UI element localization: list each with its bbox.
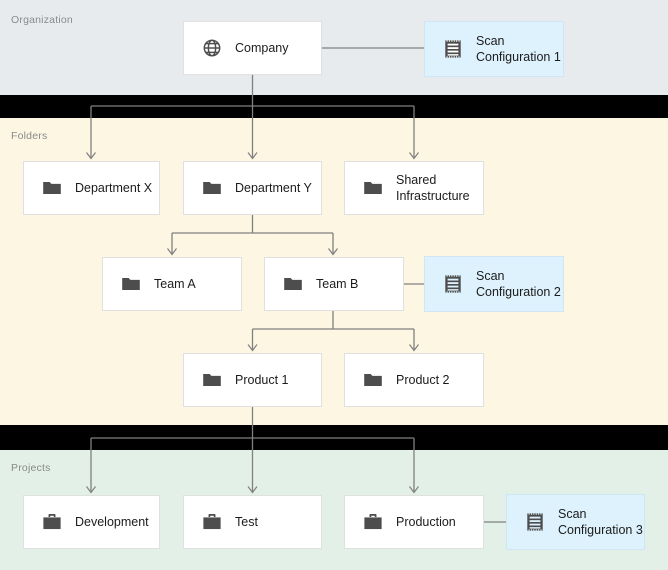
receipt-icon bbox=[445, 40, 461, 58]
node-label: Test bbox=[235, 515, 258, 529]
band-label-projects: Projects bbox=[11, 462, 51, 474]
node-label: Department X bbox=[75, 181, 153, 195]
node-team-a[interactable]: Team A bbox=[102, 257, 242, 311]
node-label: Team B bbox=[316, 277, 359, 291]
node-label: Product 1 bbox=[235, 373, 289, 387]
node-label: Shared Infrastructure bbox=[396, 173, 470, 203]
band-organization bbox=[0, 0, 668, 95]
node-development[interactable]: Development bbox=[23, 495, 160, 549]
node-test[interactable]: Test bbox=[183, 495, 322, 549]
node-label: Scan Configuration 3 bbox=[558, 507, 643, 537]
folder-icon bbox=[203, 181, 221, 195]
node-label: Scan Configuration 1 bbox=[476, 34, 561, 64]
briefcase-icon bbox=[43, 514, 61, 530]
node-company[interactable]: Company bbox=[183, 21, 322, 75]
node-team-b[interactable]: Team B bbox=[264, 257, 404, 311]
node-department-x[interactable]: Department X bbox=[23, 161, 160, 215]
node-scan-config-3[interactable]: Scan Configuration 3 bbox=[506, 494, 645, 550]
node-label: Scan Configuration 2 bbox=[476, 269, 561, 299]
receipt-icon bbox=[445, 275, 461, 293]
briefcase-icon bbox=[203, 514, 221, 530]
node-scan-config-2[interactable]: Scan Configuration 2 bbox=[424, 256, 564, 312]
node-department-y[interactable]: Department Y bbox=[183, 161, 322, 215]
briefcase-icon bbox=[364, 514, 382, 530]
node-product-1[interactable]: Product 1 bbox=[183, 353, 322, 407]
node-label: Team A bbox=[154, 277, 196, 291]
node-production[interactable]: Production bbox=[344, 495, 484, 549]
node-label: Development bbox=[75, 515, 149, 529]
node-label: Production bbox=[396, 515, 456, 529]
folder-icon bbox=[43, 181, 61, 195]
receipt-icon bbox=[527, 513, 543, 531]
folder-icon bbox=[284, 277, 302, 291]
folder-icon bbox=[364, 181, 382, 195]
folder-icon bbox=[203, 373, 221, 387]
node-shared-infrastructure[interactable]: Shared Infrastructure bbox=[344, 161, 484, 215]
folder-icon bbox=[122, 277, 140, 291]
node-scan-config-1[interactable]: Scan Configuration 1 bbox=[424, 21, 564, 77]
globe-icon bbox=[203, 39, 221, 57]
band-label-folders: Folders bbox=[11, 130, 48, 142]
node-label: Department Y bbox=[235, 181, 312, 195]
folder-icon bbox=[364, 373, 382, 387]
node-label: Product 2 bbox=[396, 373, 450, 387]
node-label: Company bbox=[235, 41, 289, 55]
node-product-2[interactable]: Product 2 bbox=[344, 353, 484, 407]
band-label-organization: Organization bbox=[11, 14, 73, 26]
